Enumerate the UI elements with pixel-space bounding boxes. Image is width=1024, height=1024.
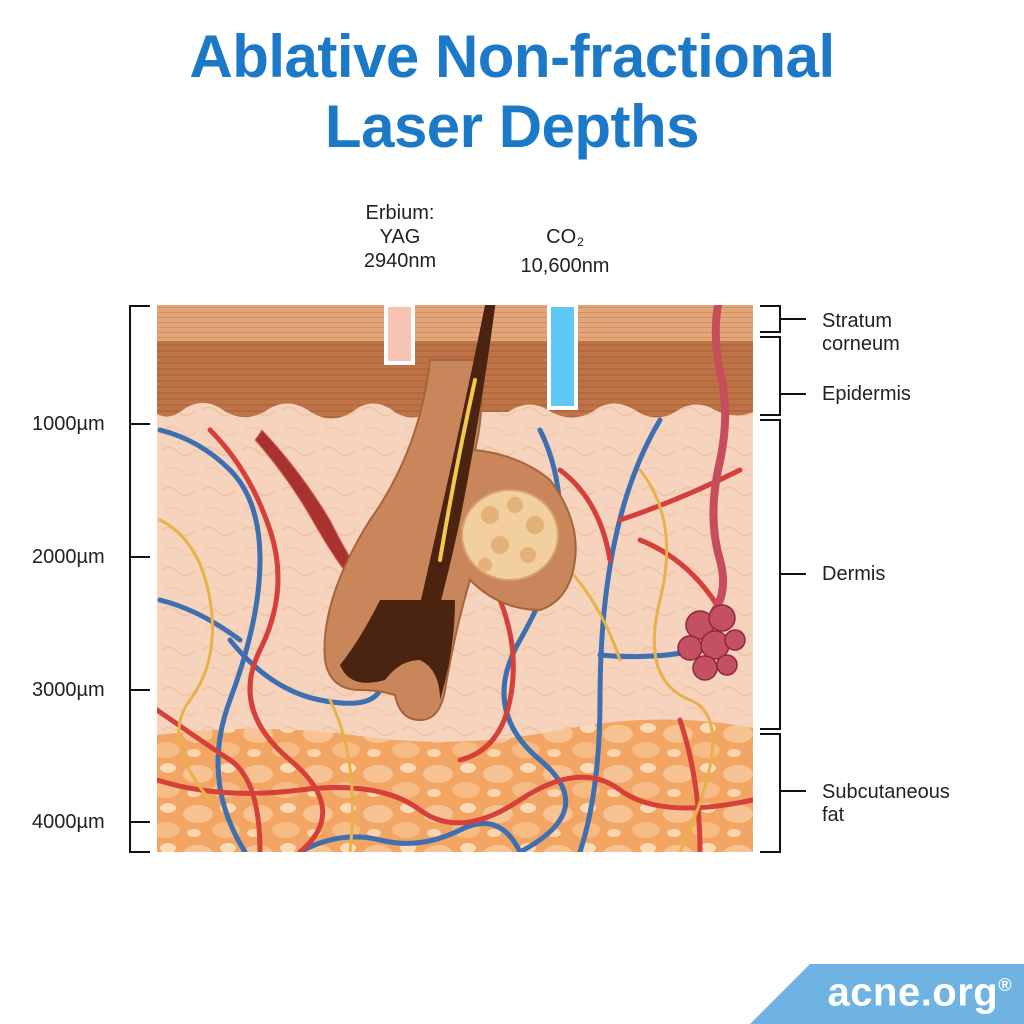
arteries xyxy=(157,427,753,852)
subcutaneous-fat-line-2: fat xyxy=(822,804,845,826)
layer-brackets xyxy=(760,305,806,853)
logo-text: acne.org xyxy=(827,970,999,1014)
depth-label-2000: 2000µm xyxy=(32,546,105,568)
co2-name-subscript: 2 xyxy=(577,235,584,249)
erbium-wavelength: 2940nm xyxy=(363,250,437,272)
dermis-bracket xyxy=(760,419,781,730)
acne-org-logo[interactable]: acne.org® xyxy=(828,963,1012,1014)
epidermis-label: Epidermis xyxy=(822,383,911,405)
dermis-label: Dermis xyxy=(822,563,886,585)
co2-wavelength: 10,600nm xyxy=(520,255,610,277)
depth-label-3000: 3000µm xyxy=(32,679,105,701)
epidermis-bracket xyxy=(760,336,781,416)
erbium-name-line-1: Erbium: xyxy=(365,202,435,224)
depth-label-1000: 1000µm xyxy=(32,413,105,435)
depth-ruler xyxy=(129,305,150,853)
stratum-corneum-label: Stratum corneum xyxy=(822,310,900,356)
sebum-streak xyxy=(438,378,477,562)
co2-laser-bar xyxy=(547,303,578,410)
stratum-bracket xyxy=(760,305,781,333)
sweat-duct xyxy=(709,305,730,614)
sweat-gland-coil xyxy=(677,604,746,681)
erbium-name-line-2: YAG xyxy=(379,226,421,248)
subcutaneous-fat-line-1: Subcutaneous xyxy=(822,781,950,803)
stratum-corneum-line-2: corneum xyxy=(822,333,900,355)
co2-name-prefix: CO xyxy=(546,226,577,248)
fat-bracket xyxy=(760,733,781,853)
logo-background xyxy=(750,964,1024,1024)
subcutaneous-fat-label: Subcutaneous fat xyxy=(822,781,950,827)
erbium-yag-label: Erbium: YAG 2940nm xyxy=(340,201,460,273)
page-title: Ablative Non-fractional Laser Depths xyxy=(0,22,1024,162)
sebaceous-cells xyxy=(478,497,544,572)
depth-label-4000: 4000µm xyxy=(32,811,105,833)
epidermis-layer xyxy=(157,340,753,419)
stratum-corneum-line-1: Stratum xyxy=(822,310,893,332)
erbium-yag-laser-bar xyxy=(384,303,415,365)
title-line-1: Ablative Non-fractional xyxy=(189,23,835,90)
title-line-2: Laser Depths xyxy=(324,93,700,160)
co2-label: CO2 10,600nm xyxy=(495,225,635,278)
subcutaneous-fat-layer xyxy=(157,719,753,852)
registered-mark: ® xyxy=(998,974,1012,995)
stratum-corneum-layer xyxy=(157,305,753,341)
co2-name: CO2 xyxy=(495,225,635,254)
